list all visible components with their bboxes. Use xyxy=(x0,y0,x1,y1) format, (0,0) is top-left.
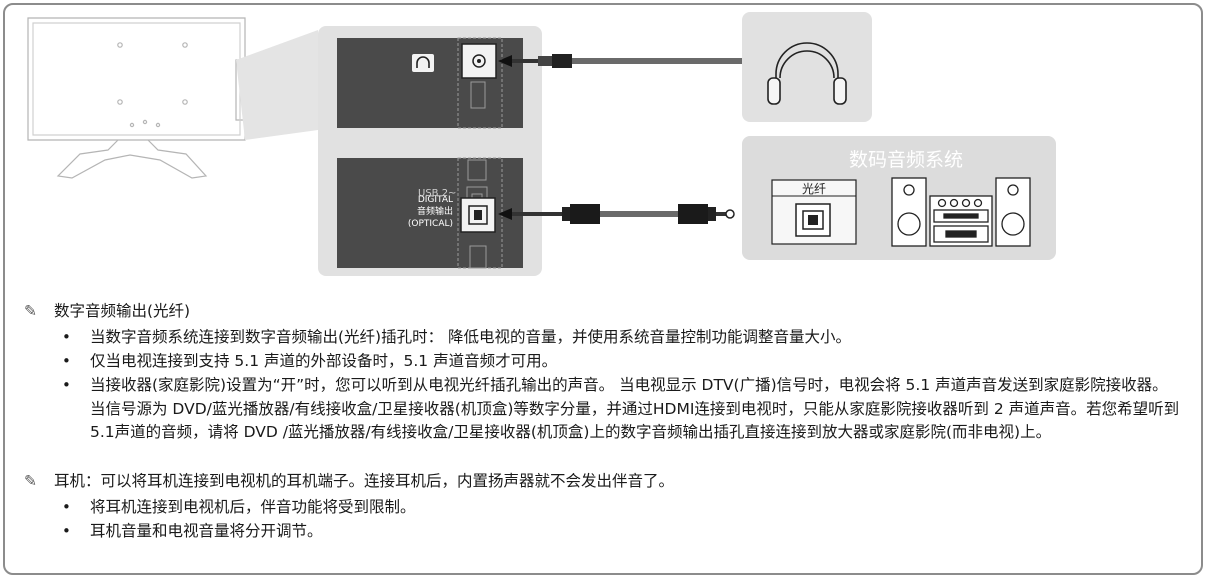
audio-system-title: 数码音频系统 xyxy=(849,149,963,171)
optical-bullet-3: 当接收器(家庭影院)设置为“开”时，您可以听到从电视光纤插孔输出的声音。 当电视… xyxy=(62,374,1182,445)
svg-text:~: ~ xyxy=(448,188,456,199)
optical-bullet-1: 当数字音频系统连接到数字音频输出(光纤)插孔时： 降低电视的音量，并使用系统音量… xyxy=(62,326,1182,350)
headphone-cable xyxy=(498,54,742,68)
digital-label-line3: (OPTICAL) xyxy=(408,219,453,229)
stereo-system-icon xyxy=(891,177,1031,247)
optical-cable xyxy=(498,204,735,224)
zoom-wedge xyxy=(236,30,318,140)
pencil-icon: ✎ xyxy=(24,472,37,490)
optical-input-label: 光纤 xyxy=(802,182,826,196)
headphones-icon xyxy=(767,42,847,105)
digital-label-line1: DIGITAL xyxy=(418,195,453,205)
connection-diagram: USB 2 ~ DIGITAL 音频输出 (OPTICAL) 数码音频系统 xyxy=(27,12,1056,276)
digital-label-line2: 音频输出 xyxy=(417,205,453,217)
note-optical: ✎ 数字音频输出(光纤) xyxy=(24,300,190,324)
headphone-bullet-2: 耳机音量和电视音量将分开调节。 xyxy=(62,520,1182,544)
note-headphone: ✎ 耳机：可以将耳机连接到电视机的耳机端子。连接耳机后，内置扬声器就不会发出伴音了… xyxy=(24,470,674,494)
page-frame xyxy=(3,3,1203,575)
usb-port-label: USB 2 xyxy=(418,188,448,199)
optical-bullet-2: 仅当电视连接到支持 5.1 声道的外部设备时，5.1 声道音频才可用。 xyxy=(62,350,1182,374)
optical-heading: 数字音频输出(光纤) xyxy=(54,302,191,320)
headphone-bullet-1: 将耳机连接到电视机后，伴音功能将受到限制。 xyxy=(62,496,1182,520)
tv-back-illustration xyxy=(27,17,246,179)
headphone-heading: 耳机：可以将耳机连接到电视机的耳机端子。连接耳机后，内置扬声器就不会发出伴音了。 xyxy=(54,472,675,490)
pencil-icon: ✎ xyxy=(24,302,37,320)
upper-port-outline xyxy=(457,37,503,129)
headphones-panel xyxy=(742,12,872,122)
